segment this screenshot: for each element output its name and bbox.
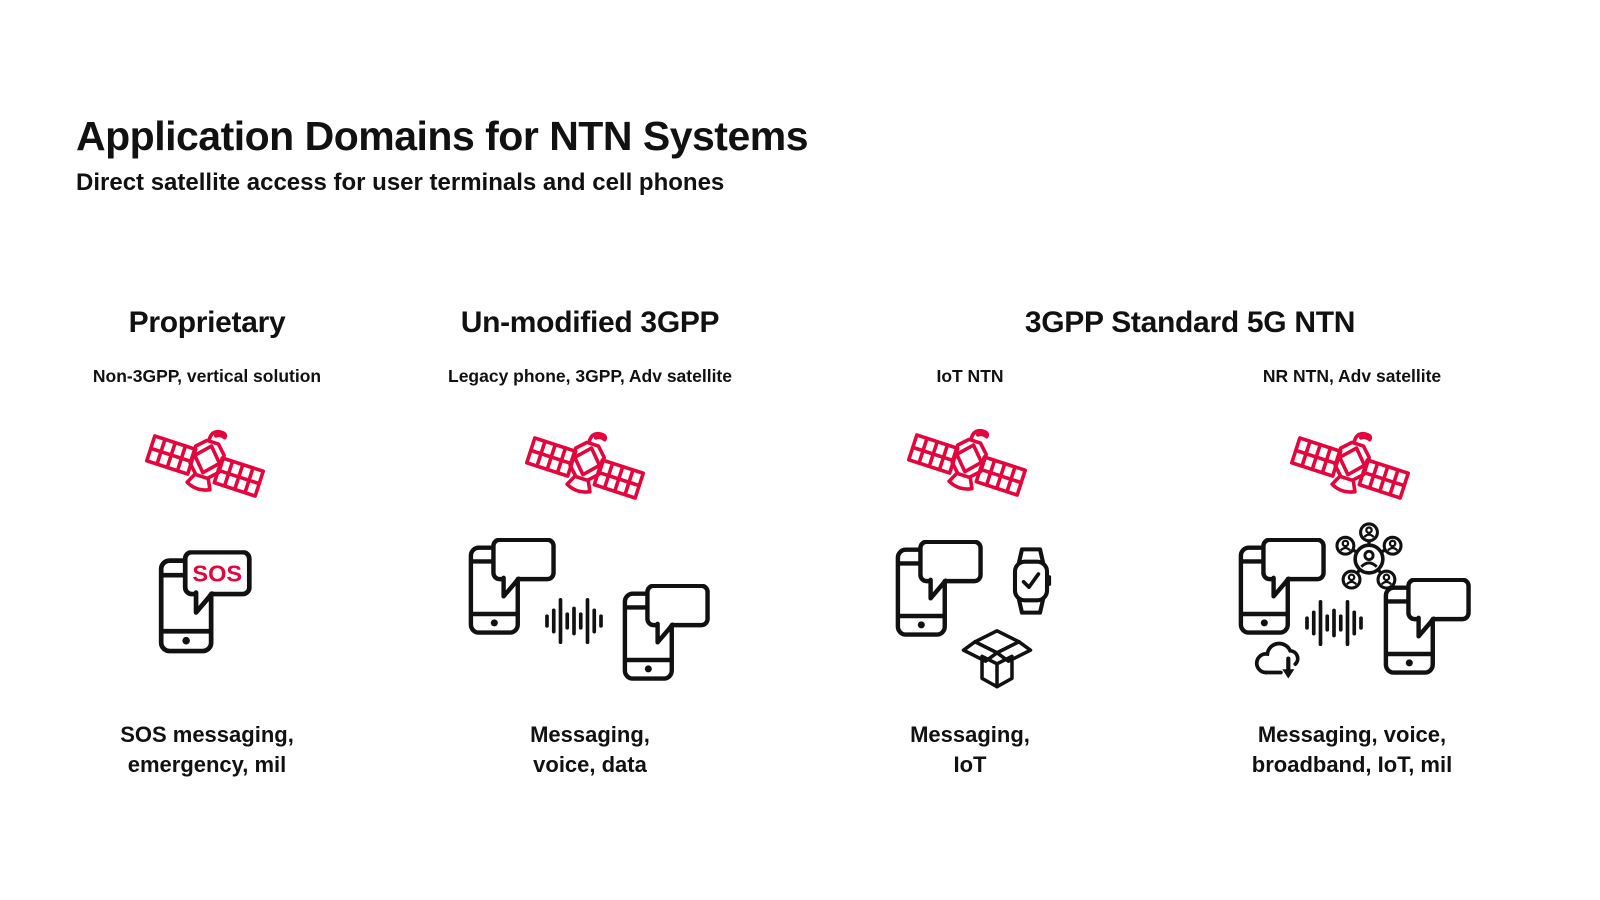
page-subtitle: Direct satellite access for user termina… — [76, 168, 725, 196]
satellite-icon — [904, 423, 1030, 507]
column-sublabel-iot-ntn: IoT NTN — [936, 366, 1004, 386]
caption-line: emergency, mil — [127, 752, 287, 777]
caption-line: broadband, IoT, mil — [1251, 752, 1453, 777]
caption-line: IoT — [953, 752, 987, 777]
satellite-icon — [522, 426, 648, 510]
caption-line: Messaging, — [910, 722, 1030, 747]
phone-message-icon — [893, 540, 985, 639]
column-caption-iot-ntn: Messaging, IoT — [780, 720, 1160, 780]
phone-sos-message-icon: SOS — [156, 550, 254, 656]
caption-line: Messaging, — [530, 722, 650, 747]
column-sublabel-unmodified-3gpp: Legacy phone, 3GPP, Adv satellite — [448, 366, 732, 386]
column-caption-unmodified-3gpp: Messaging, voice, data — [400, 720, 780, 780]
cloud-download-icon — [1252, 636, 1306, 682]
satellite-icon — [142, 424, 268, 508]
caption-line: Messaging, voice, — [1257, 722, 1447, 747]
smartwatch-check-icon — [1008, 546, 1054, 616]
column-header-unmodified-3gpp: Un-modified 3GPP — [460, 306, 720, 339]
column-header-proprietary: Proprietary — [128, 306, 286, 339]
phone-message-icon — [620, 584, 712, 683]
caption-line: voice, data — [533, 752, 647, 777]
phone-message-icon — [1381, 578, 1473, 677]
group-header-3gpp-standard-5g-ntn: 3GPP Standard 5G NTN — [1024, 306, 1356, 339]
satellite-icon — [1287, 426, 1413, 510]
column-sublabel-proprietary: Non-3GPP, vertical solution — [92, 366, 322, 386]
page-title: Application Domains for NTN Systems — [76, 113, 809, 160]
sos-bubble-label: SOS — [192, 560, 242, 586]
column-caption-proprietary: SOS messaging, emergency, mil — [17, 720, 397, 780]
open-box-icon — [960, 626, 1034, 692]
caption-line: SOS messaging, — [120, 722, 294, 747]
column-caption-nr-ntn: Messaging, voice, broadband, IoT, mil — [1162, 720, 1542, 780]
column-sublabel-nr-ntn: NR NTN, Adv satellite — [1262, 366, 1442, 386]
voice-waveform-icon — [1303, 596, 1365, 650]
voice-waveform-icon — [543, 594, 605, 648]
